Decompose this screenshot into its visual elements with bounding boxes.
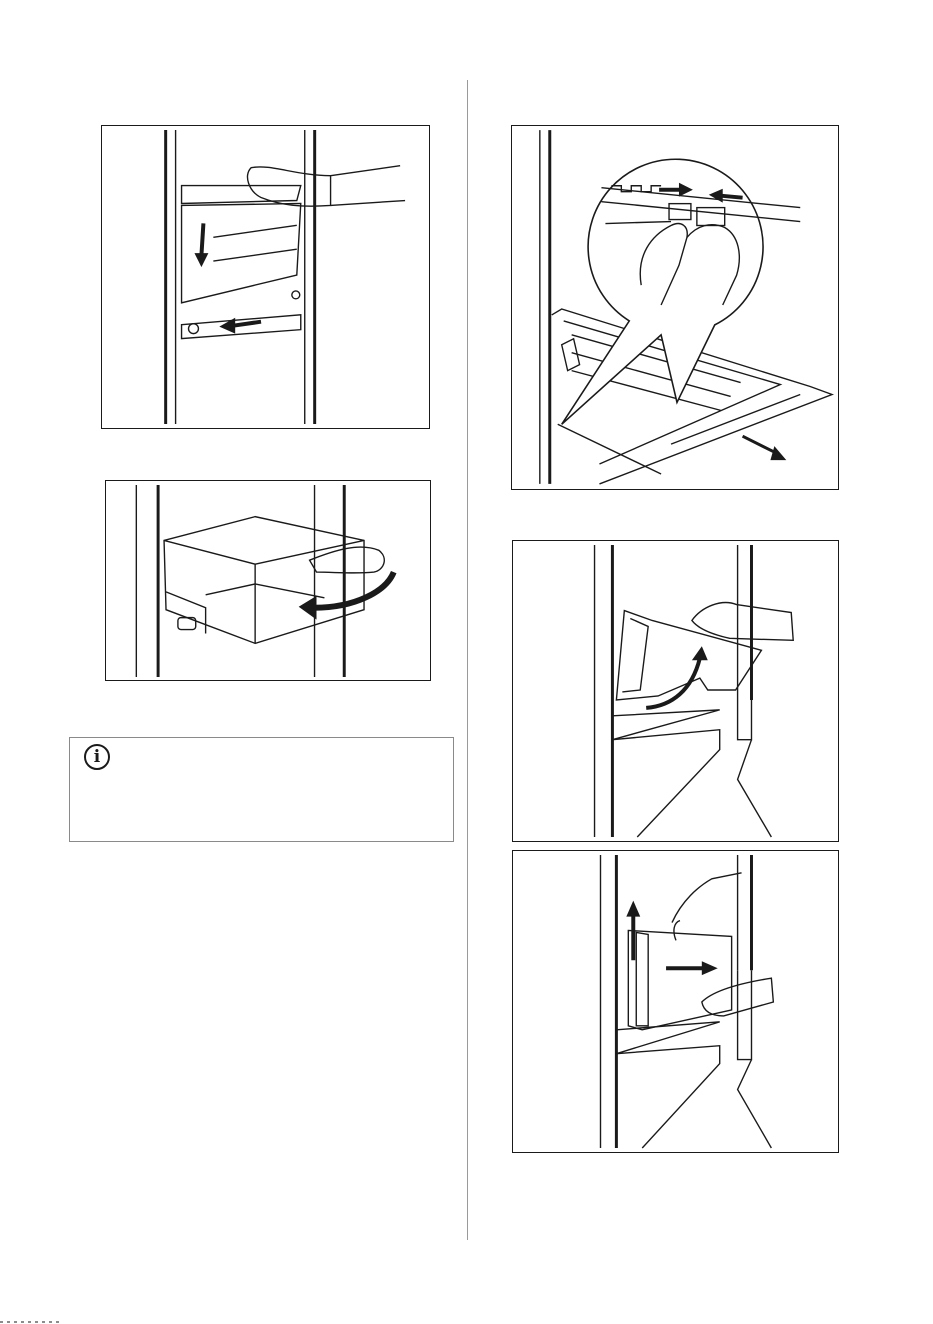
figure-cover-pull-out: [512, 850, 839, 1153]
figure-drawer-tilt-out: [105, 480, 431, 681]
magnifier-callout-icon: [562, 159, 801, 424]
information-note: i: [69, 737, 454, 842]
shelf-clip-illustration: [512, 126, 838, 489]
down-arrow-icon: [194, 223, 208, 267]
figure-shelf-clip-detail: [511, 125, 839, 490]
pull-out-arrow-icon: [743, 436, 787, 460]
column-divider: [467, 80, 468, 1240]
drawer-track-illustration: [102, 126, 429, 428]
curved-up-arrow-icon: [646, 646, 708, 708]
figure-drawer-track-release: [101, 125, 430, 429]
drawer-tilt-illustration: [106, 481, 430, 680]
info-icon: i: [84, 744, 110, 770]
cover-pull-out-illustration: [513, 851, 838, 1152]
right-arrow-icon: [666, 961, 718, 975]
cover-lift-illustration: [513, 541, 838, 841]
figure-cover-lift: [512, 540, 839, 842]
page-edge-mark: [0, 1316, 70, 1324]
